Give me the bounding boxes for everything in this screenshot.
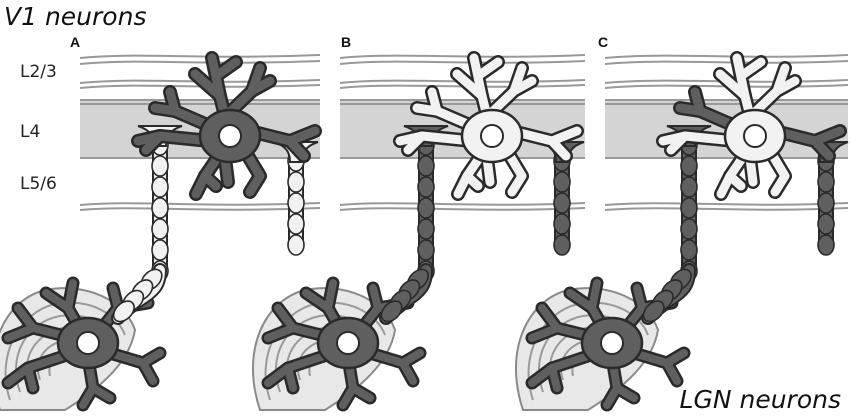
- layer-label-l4: L4: [20, 122, 41, 142]
- panel-c-layers: [604, 54, 849, 211]
- panel-c-lgn-axon: [641, 125, 712, 325]
- panel-letter-c: C: [598, 34, 609, 50]
- panel-letter-a: A: [70, 34, 81, 50]
- panel-b-lgn-axon: [379, 125, 449, 325]
- title-v1-neurons: V1 neurons: [4, 2, 147, 31]
- panel-a-v1-neuron: [131, 51, 322, 201]
- title-lgn-neurons: LGN neurons: [679, 385, 841, 414]
- panel-a-layers: [79, 54, 321, 211]
- panel-a-side-axon: [273, 141, 319, 256]
- layer-label-l23: L2/3: [20, 62, 57, 82]
- panel-c-v1-neuron: [656, 51, 847, 201]
- panel-letter-b: B: [341, 34, 352, 50]
- layer-label-l56: L5/6: [20, 174, 57, 194]
- panel-b-v1-neuron: [393, 51, 584, 201]
